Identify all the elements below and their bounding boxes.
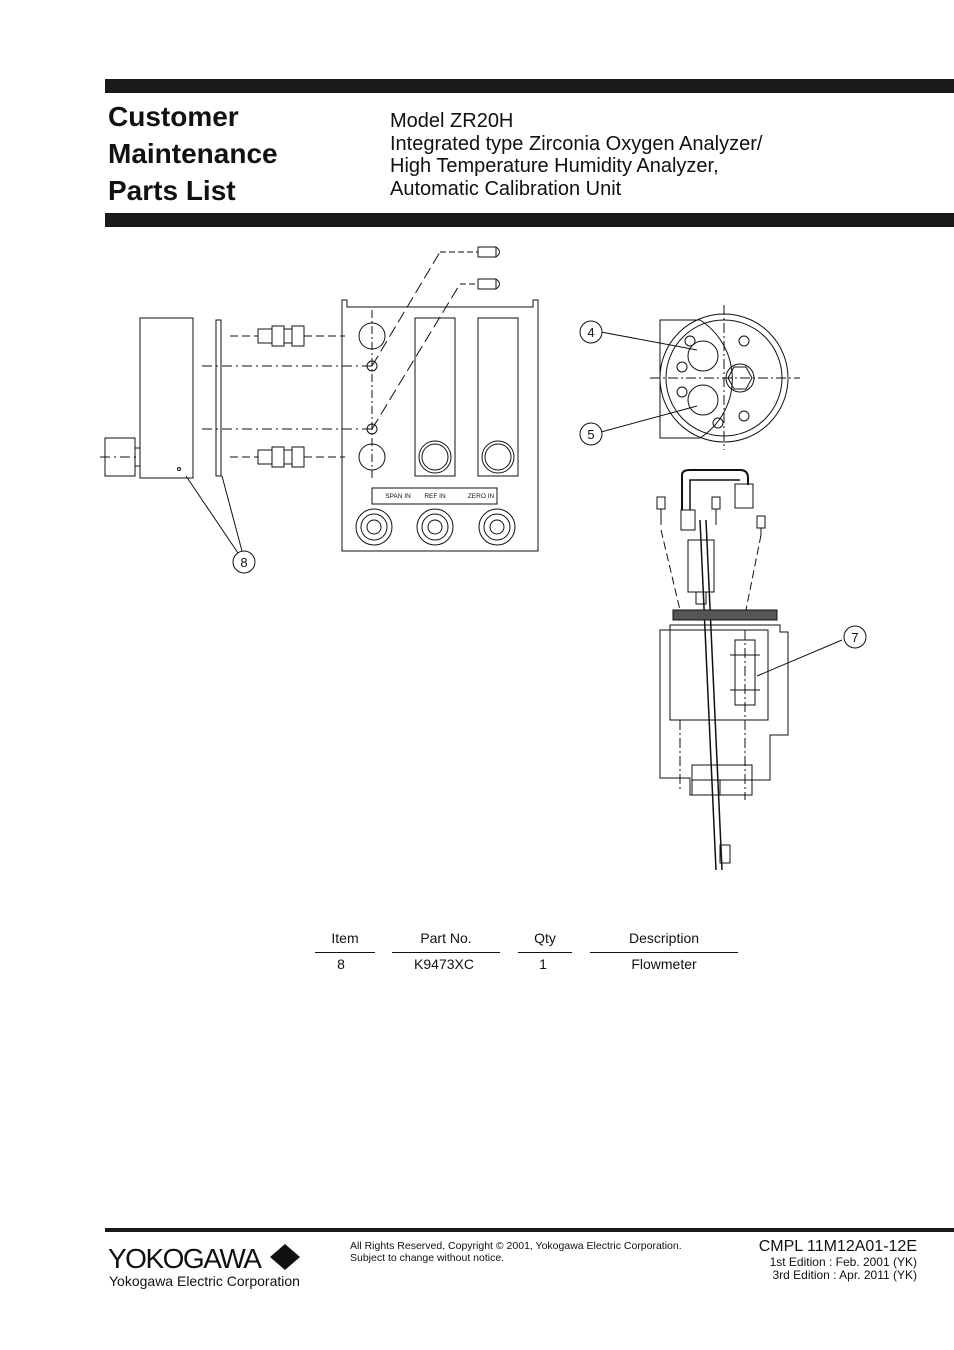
header-description: Description xyxy=(628,930,700,946)
port-label-ref-in: REF IN xyxy=(424,493,446,500)
top-view-detector xyxy=(600,305,800,450)
model-name: Model ZR20H xyxy=(390,110,514,132)
callout-circles xyxy=(232,320,867,649)
document-info: CMPL 11M12A01-12E 1st Edition : Feb. 200… xyxy=(759,1238,917,1282)
header-part-no: Part No. xyxy=(420,930,472,946)
footer-bar xyxy=(105,1228,954,1232)
corporation-name: Yokogawa Electric Corporation xyxy=(109,1273,300,1289)
edition-3: 3rd Edition : Apr. 2011 (YK) xyxy=(772,1268,917,1282)
title-line-1: Customer xyxy=(108,101,239,132)
doc-number: CMPL 11M12A01-12E xyxy=(758,1238,917,1255)
copyright-block: All Rights Reserved, Copyright © 2001, Y… xyxy=(350,1240,682,1264)
notice-text: Subject to change without notice. xyxy=(350,1252,505,1264)
subtitle-line-1: Integrated type Zirconia Oxygen Analyzer… xyxy=(390,132,763,155)
flowmeter-side-view xyxy=(100,317,372,554)
row-part-no: K9473XC xyxy=(414,956,474,972)
copyright-text: All Rights Reserved, Copyright © 2001, Y… xyxy=(350,1240,682,1252)
side-view-assembly xyxy=(656,469,843,871)
title-line-2: Maintenance xyxy=(108,138,278,169)
callout-4: 4 xyxy=(587,325,594,340)
row-item: 8 xyxy=(337,956,345,972)
table-rule xyxy=(392,952,500,953)
title-line-3: Parts List xyxy=(108,175,236,206)
brand-logo: YOKOGAWA xyxy=(108,1243,301,1275)
table-rule xyxy=(590,952,738,953)
header-bottom-bar xyxy=(105,213,954,227)
port-label-span-in: SPAN IN xyxy=(385,493,411,500)
callout-8: 8 xyxy=(240,555,247,570)
row-description: Flowmeter xyxy=(631,956,697,972)
document-title: Customer Maintenance Parts List xyxy=(108,98,278,209)
header-qty: Qty xyxy=(534,930,556,946)
subtitle-line-3: Automatic Calibration Unit xyxy=(390,177,622,200)
header-item: Item xyxy=(331,930,359,946)
edition-1: 1st Edition : Feb. 2001 (YK) xyxy=(769,1255,917,1269)
diamond-icon xyxy=(270,1244,301,1270)
header-top-bar xyxy=(105,79,954,93)
table-rule xyxy=(518,952,572,953)
port-label-zero-in: ZERO IN xyxy=(468,493,495,500)
model-block: Model ZR20H Integrated type Zirconia Oxy… xyxy=(390,110,762,200)
flowmeter-panel xyxy=(341,246,539,552)
subtitle-line-2: High Temperature Humidity Analyzer, xyxy=(390,155,719,177)
row-qty: 1 xyxy=(539,956,547,972)
callout-7: 7 xyxy=(851,630,858,645)
brand-name: YOKOGAWA xyxy=(108,1243,260,1274)
callout-5: 5 xyxy=(587,427,594,442)
table-rule xyxy=(315,952,375,953)
